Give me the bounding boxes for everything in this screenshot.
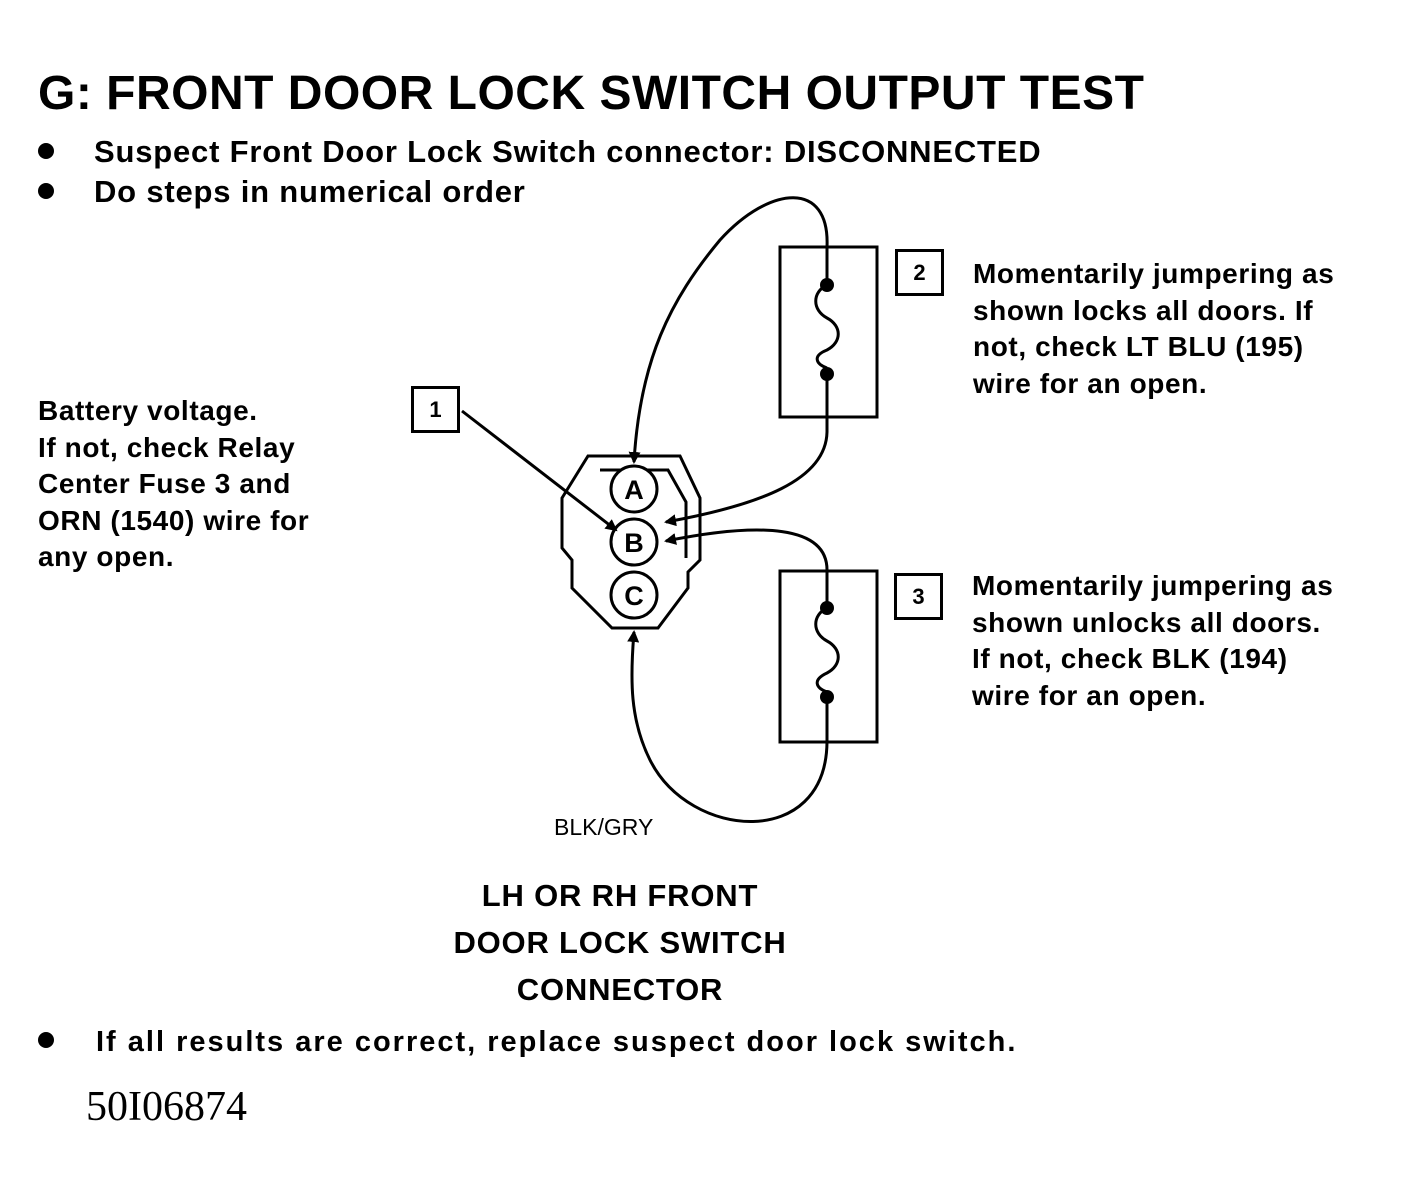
note-line: not, check LT BLU (195) [973, 331, 1304, 362]
step-1-box: 1 [411, 386, 460, 433]
pin-c-label: C [624, 581, 644, 611]
pin-b-label: B [624, 528, 644, 558]
note-line: wire for an open. [973, 367, 1208, 399]
note-line: Battery voltage. [38, 395, 258, 426]
bullet-text: Suspect Front Door Lock Switch connector… [94, 134, 1042, 169]
note-line: If not, check Relay [38, 431, 296, 463]
jumper-3-lead-to-c [627, 630, 829, 823]
step1-probe-arrow [461, 409, 618, 532]
note-line: any open. [38, 541, 175, 572]
jumper-2-fuse [814, 283, 840, 370]
jumper-2-contact-top [820, 278, 834, 292]
connector-caption: LH OR RH FRONT DOOR LOCK SWITCH CONNECTO… [400, 872, 840, 1013]
document-id: 50I06874 [86, 1084, 247, 1130]
caption-line: CONNECTOR [516, 972, 724, 1007]
note-line: Momentarily jumpering as [972, 570, 1334, 601]
jumper-3-fuse [814, 606, 840, 694]
bullet-text: If all results are correct, replace susp… [96, 1026, 1018, 1058]
jumper-2-contact-bottom [820, 367, 834, 381]
note-line: shown unlocks all doors. [972, 606, 1321, 638]
step-1-note: Battery voltage. If not, check Relay Cen… [38, 393, 309, 576]
bullet-icon [38, 142, 54, 159]
bullet-text: Do steps in numerical order [94, 174, 526, 209]
step-2-box: 2 [895, 249, 944, 296]
note-line: ORN (1540) wire for [38, 504, 310, 536]
bullet-icon [38, 1032, 54, 1049]
note-line: wire for an open. [972, 679, 1207, 711]
wire-color-label: BLK/GRY [554, 814, 654, 840]
bullet-step-order: Do steps in numerical order [38, 174, 526, 210]
pin-a-label: A [624, 475, 644, 505]
page-title: G: FRONT DOOR LOCK SWITCH OUTPUT TEST [38, 67, 1145, 120]
caption-line: DOOR LOCK SWITCH [453, 925, 787, 960]
note-line: Momentarily jumpering as [973, 258, 1335, 289]
jumper-3-lead-to-b [664, 528, 829, 572]
note-line: shown locks all doors. If [973, 294, 1314, 326]
bullet-icon [38, 182, 54, 199]
pin-a [609, 464, 659, 514]
step-3-note: Momentarily jumpering as shown unlocks a… [972, 568, 1333, 714]
note-line: Center Fuse 3 and [38, 468, 291, 499]
jumper-3-contact-bottom [820, 690, 834, 704]
pin-b [609, 517, 659, 567]
caption-line: LH OR RH FRONT [481, 878, 759, 913]
jumper-2-lead-to-b [664, 431, 829, 527]
jumper-2-lead-to-a [628, 196, 829, 464]
note-line: If not, check BLK (194) [972, 643, 1288, 674]
step-2-note: Momentarily jumpering as shown locks all… [973, 256, 1334, 402]
bullet-final-result: If all results are correct, replace susp… [38, 1026, 1017, 1059]
step-3-box: 3 [894, 573, 943, 620]
bullet-connector-state: Suspect Front Door Lock Switch connector… [38, 134, 1041, 170]
pin-c [609, 570, 659, 620]
jumper-3-contact-top [820, 601, 834, 615]
